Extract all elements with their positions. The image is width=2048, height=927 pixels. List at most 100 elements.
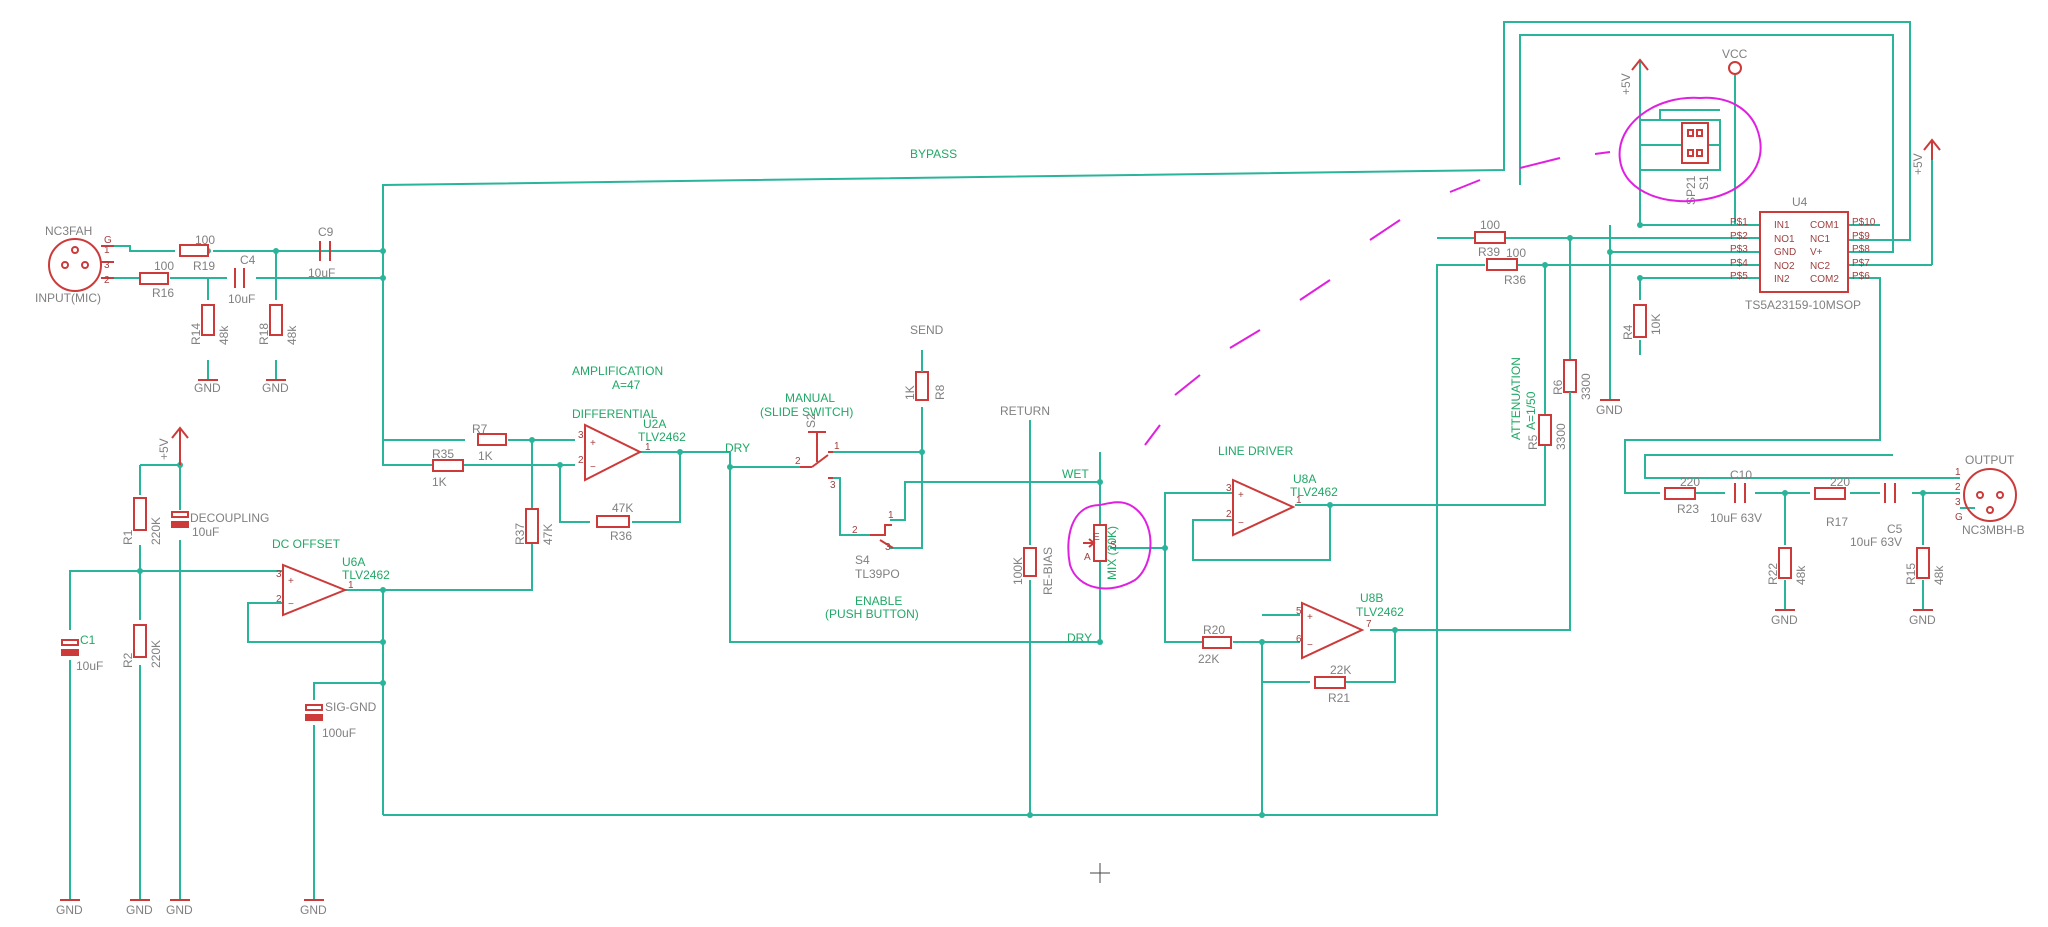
annotation-dashes xyxy=(1144,151,1611,446)
svg-text:V+: V+ xyxy=(1810,247,1823,258)
capacitor-sig-gnd[interactable]: SIG-GND 100uF xyxy=(305,700,377,740)
resistor-r18[interactable]: R18 48k xyxy=(257,304,299,345)
resistor-r17[interactable]: 220 R17 xyxy=(1814,475,1850,529)
svg-text:47K: 47K xyxy=(541,524,555,545)
resistor-r7[interactable]: R7 1K xyxy=(472,422,507,463)
resistor-r4[interactable]: R4 10K xyxy=(1621,304,1663,340)
svg-text:100K: 100K xyxy=(1011,557,1025,585)
capacitor-c4[interactable]: C4 10uF xyxy=(228,253,256,306)
svg-text:R17: R17 xyxy=(1826,515,1848,529)
capacitor-c1[interactable]: C1 10uF xyxy=(61,633,103,673)
resistor-r35[interactable]: R35 1K xyxy=(432,447,464,489)
svg-text:R36: R36 xyxy=(610,529,632,543)
svg-text:R7: R7 xyxy=(472,422,488,436)
resistor-r37[interactable]: R37 47K xyxy=(513,508,555,545)
switch-s2[interactable]: S2 2 1 3 xyxy=(795,413,840,491)
capacitor-c9[interactable]: C9 10uF xyxy=(308,225,335,280)
svg-text:22K: 22K xyxy=(1330,663,1351,677)
gnd-output: GND GND xyxy=(1771,609,1936,627)
annotation-circle-s1 xyxy=(1618,96,1762,203)
svg-text:P$8: P$8 xyxy=(1852,244,1870,255)
potentiometer-mix[interactable]: MIX (20K) A E S xyxy=(1083,524,1119,580)
net-return: RETURN xyxy=(1000,404,1050,418)
svg-text:TLV2462: TLV2462 xyxy=(1356,605,1404,619)
svg-text:P$1: P$1 xyxy=(1730,217,1748,228)
resistor-r21[interactable]: 22K R21 xyxy=(1314,663,1351,705)
vplus-arrow-u4: +5V xyxy=(1911,138,1941,175)
switch-s4[interactable]: 2 1 3 S4 TL39PO xyxy=(852,510,900,581)
label-dc-offset: DC OFFSET xyxy=(272,537,341,551)
gnd-symbols-bottom: GND GND GND GND xyxy=(56,899,327,917)
resistor-r5[interactable]: R5 3300 xyxy=(1526,414,1568,450)
resistor-r1[interactable]: R1 220K xyxy=(121,497,163,545)
svg-text:R8: R8 xyxy=(933,384,947,400)
resistor-rebias[interactable]: 100K RE-BIAS xyxy=(1011,547,1055,595)
svg-text:2: 2 xyxy=(1226,509,1232,520)
svg-text:P$9: P$9 xyxy=(1852,231,1870,242)
cursor-crosshair-icon xyxy=(1090,863,1110,883)
svg-text:−: − xyxy=(288,599,294,610)
svg-text:3: 3 xyxy=(885,542,891,553)
capacitor-c10[interactable]: C10 10uF 63V xyxy=(1710,468,1762,525)
svg-text:TL39PO: TL39PO xyxy=(855,567,900,581)
svg-text:1: 1 xyxy=(834,441,840,452)
resistor-r2[interactable]: R2 220K xyxy=(121,624,163,668)
svg-text:R16: R16 xyxy=(152,286,174,300)
resistor-r19[interactable]: 100 R19 xyxy=(179,233,215,273)
resistor-r16[interactable]: 100 R16 xyxy=(139,259,174,300)
svg-text:3300: 3300 xyxy=(1554,423,1568,450)
opamp-u8a[interactable]: + − 3 2 1 U8A TLV2462 xyxy=(1226,472,1338,537)
resistor-r20[interactable]: R20 22K xyxy=(1198,623,1232,666)
vplus-arrow-s1: +5V xyxy=(1619,58,1649,95)
svg-text:P$4: P$4 xyxy=(1730,258,1748,269)
svg-text:NC2: NC2 xyxy=(1810,261,1830,272)
resistor-r8[interactable]: 1K R8 xyxy=(903,371,947,401)
u4-left-pins: P$1 P$2 P$3 P$4 P$5 IN1 NO1 GND NO2 IN2 xyxy=(1730,217,1796,285)
capacitor-c5[interactable]: C5 10uF 63V xyxy=(1850,483,1903,549)
resistor-r15[interactable]: R15 48k xyxy=(1904,547,1946,585)
svg-text:U8B: U8B xyxy=(1360,591,1383,605)
svg-text:R23: R23 xyxy=(1677,502,1699,516)
input-jack[interactable]: NC3FAH INPUT(MIC) G 1 3 2 xyxy=(35,224,114,305)
svg-text:+5V: +5V xyxy=(1619,73,1633,95)
resistor-r36-line[interactable]: 100 R36 xyxy=(1486,246,1526,287)
opamp-u6a[interactable]: + − 3 2 1 U6A TLV2462 xyxy=(276,555,390,617)
svg-text:3: 3 xyxy=(276,569,282,580)
ic-u4[interactable]: U4 TS5A23159-10MSOP P$1 P$2 P$3 P$4 P$5 … xyxy=(1730,195,1876,312)
svg-text:220K: 220K xyxy=(149,517,163,545)
opamp-u8b[interactable]: + − 5 6 7 U8B TLV2462 xyxy=(1296,591,1404,660)
resistor-r23[interactable]: 220 R23 xyxy=(1664,475,1700,516)
svg-text:R19: R19 xyxy=(193,259,215,273)
switch-s1[interactable]: S1 SP21 xyxy=(1681,122,1711,205)
label-push-button: (PUSH BUTTON) xyxy=(825,607,919,621)
capacitor-decoupling[interactable]: DECOUPLING 10uF xyxy=(171,511,269,539)
svg-text:100: 100 xyxy=(1506,246,1526,260)
svg-text:6: 6 xyxy=(1296,634,1302,645)
svg-text:TLV2462: TLV2462 xyxy=(342,568,390,582)
resistor-r6[interactable]: R6 3300 xyxy=(1551,359,1593,400)
opamp-u2a[interactable]: + − 3 2 1 U2A TLV2462 xyxy=(578,417,686,482)
label-gain: A=47 xyxy=(612,378,641,392)
svg-text:3300: 3300 xyxy=(1579,373,1593,400)
label-attenuation: ATTENUATION xyxy=(1509,357,1523,440)
svg-text:2: 2 xyxy=(276,594,282,605)
resistor-r14[interactable]: R14 48k xyxy=(189,304,231,345)
resistor-r22[interactable]: R22 48k xyxy=(1766,547,1808,585)
svg-text:100: 100 xyxy=(1480,218,1500,232)
label-line-driver: LINE DRIVER xyxy=(1218,444,1294,458)
svg-text:R39: R39 xyxy=(1478,245,1500,259)
svg-text:NC1: NC1 xyxy=(1810,234,1830,245)
svg-text:SIG-GND: SIG-GND xyxy=(325,700,377,714)
label-slide-switch: (SLIDE SWITCH) xyxy=(760,405,853,419)
svg-text:R35: R35 xyxy=(432,447,454,461)
svg-text:R14: R14 xyxy=(189,323,203,345)
resistor-r39[interactable]: 100 R39 xyxy=(1474,218,1506,259)
svg-text:GND: GND xyxy=(1596,403,1623,417)
svg-text:1: 1 xyxy=(645,442,651,453)
svg-text:C10: C10 xyxy=(1730,468,1752,482)
svg-text:S: S xyxy=(1110,540,1117,551)
output-jack[interactable]: OUTPUT NC3MBH-B 1 2 3 G xyxy=(1955,453,2025,537)
svg-text:R15: R15 xyxy=(1904,563,1918,585)
resistor-r36-feedback[interactable]: 47K R36 xyxy=(596,501,633,543)
